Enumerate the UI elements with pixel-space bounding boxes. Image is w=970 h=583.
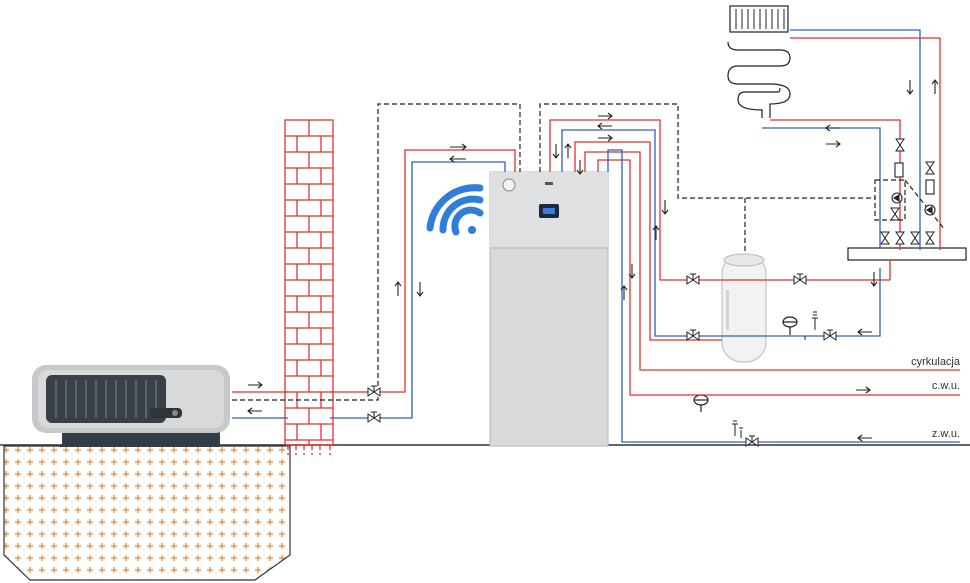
expansion-vessel-icon xyxy=(693,316,798,412)
heating-return-pipe xyxy=(561,129,881,337)
label-hot-water: c.w.u. xyxy=(932,380,960,392)
foundation xyxy=(3,445,291,581)
flow-arrows xyxy=(247,79,939,442)
dhw-loop-return xyxy=(584,151,960,371)
radiator-return-pipe xyxy=(790,29,921,250)
floor-supply-pipe xyxy=(770,119,901,250)
brick-wall xyxy=(284,119,334,446)
label-cold-water: z.w.u. xyxy=(932,428,960,440)
label-circulation: cyrkulacja xyxy=(911,356,961,368)
underfloor-heating-icon xyxy=(727,41,791,118)
hot-water-pipe xyxy=(597,159,960,396)
radiator-icon xyxy=(729,5,789,33)
cold-water-pipe xyxy=(607,149,960,443)
valve-icons xyxy=(367,138,935,447)
outdoor-heat-pump-unit: airmax xyxy=(32,365,230,447)
control-wiring xyxy=(232,103,946,401)
return-pipe-outdoor xyxy=(232,161,506,419)
pressure-gauge-icon xyxy=(502,178,516,192)
wifi-icon xyxy=(426,184,484,236)
manifold-icon xyxy=(847,247,967,261)
indoor-heat-pump-module xyxy=(489,171,609,447)
safety-valve-icons xyxy=(732,311,818,438)
outdoor-unit-brand: airmax xyxy=(182,405,204,412)
dhw-loop-supply xyxy=(574,141,722,341)
pump-icons xyxy=(891,162,936,216)
radiator-supply-pipe xyxy=(790,37,941,250)
heating-supply-pipe xyxy=(549,119,890,281)
dhw-tank-icon xyxy=(721,253,767,363)
floor-return-pipe xyxy=(762,127,881,248)
